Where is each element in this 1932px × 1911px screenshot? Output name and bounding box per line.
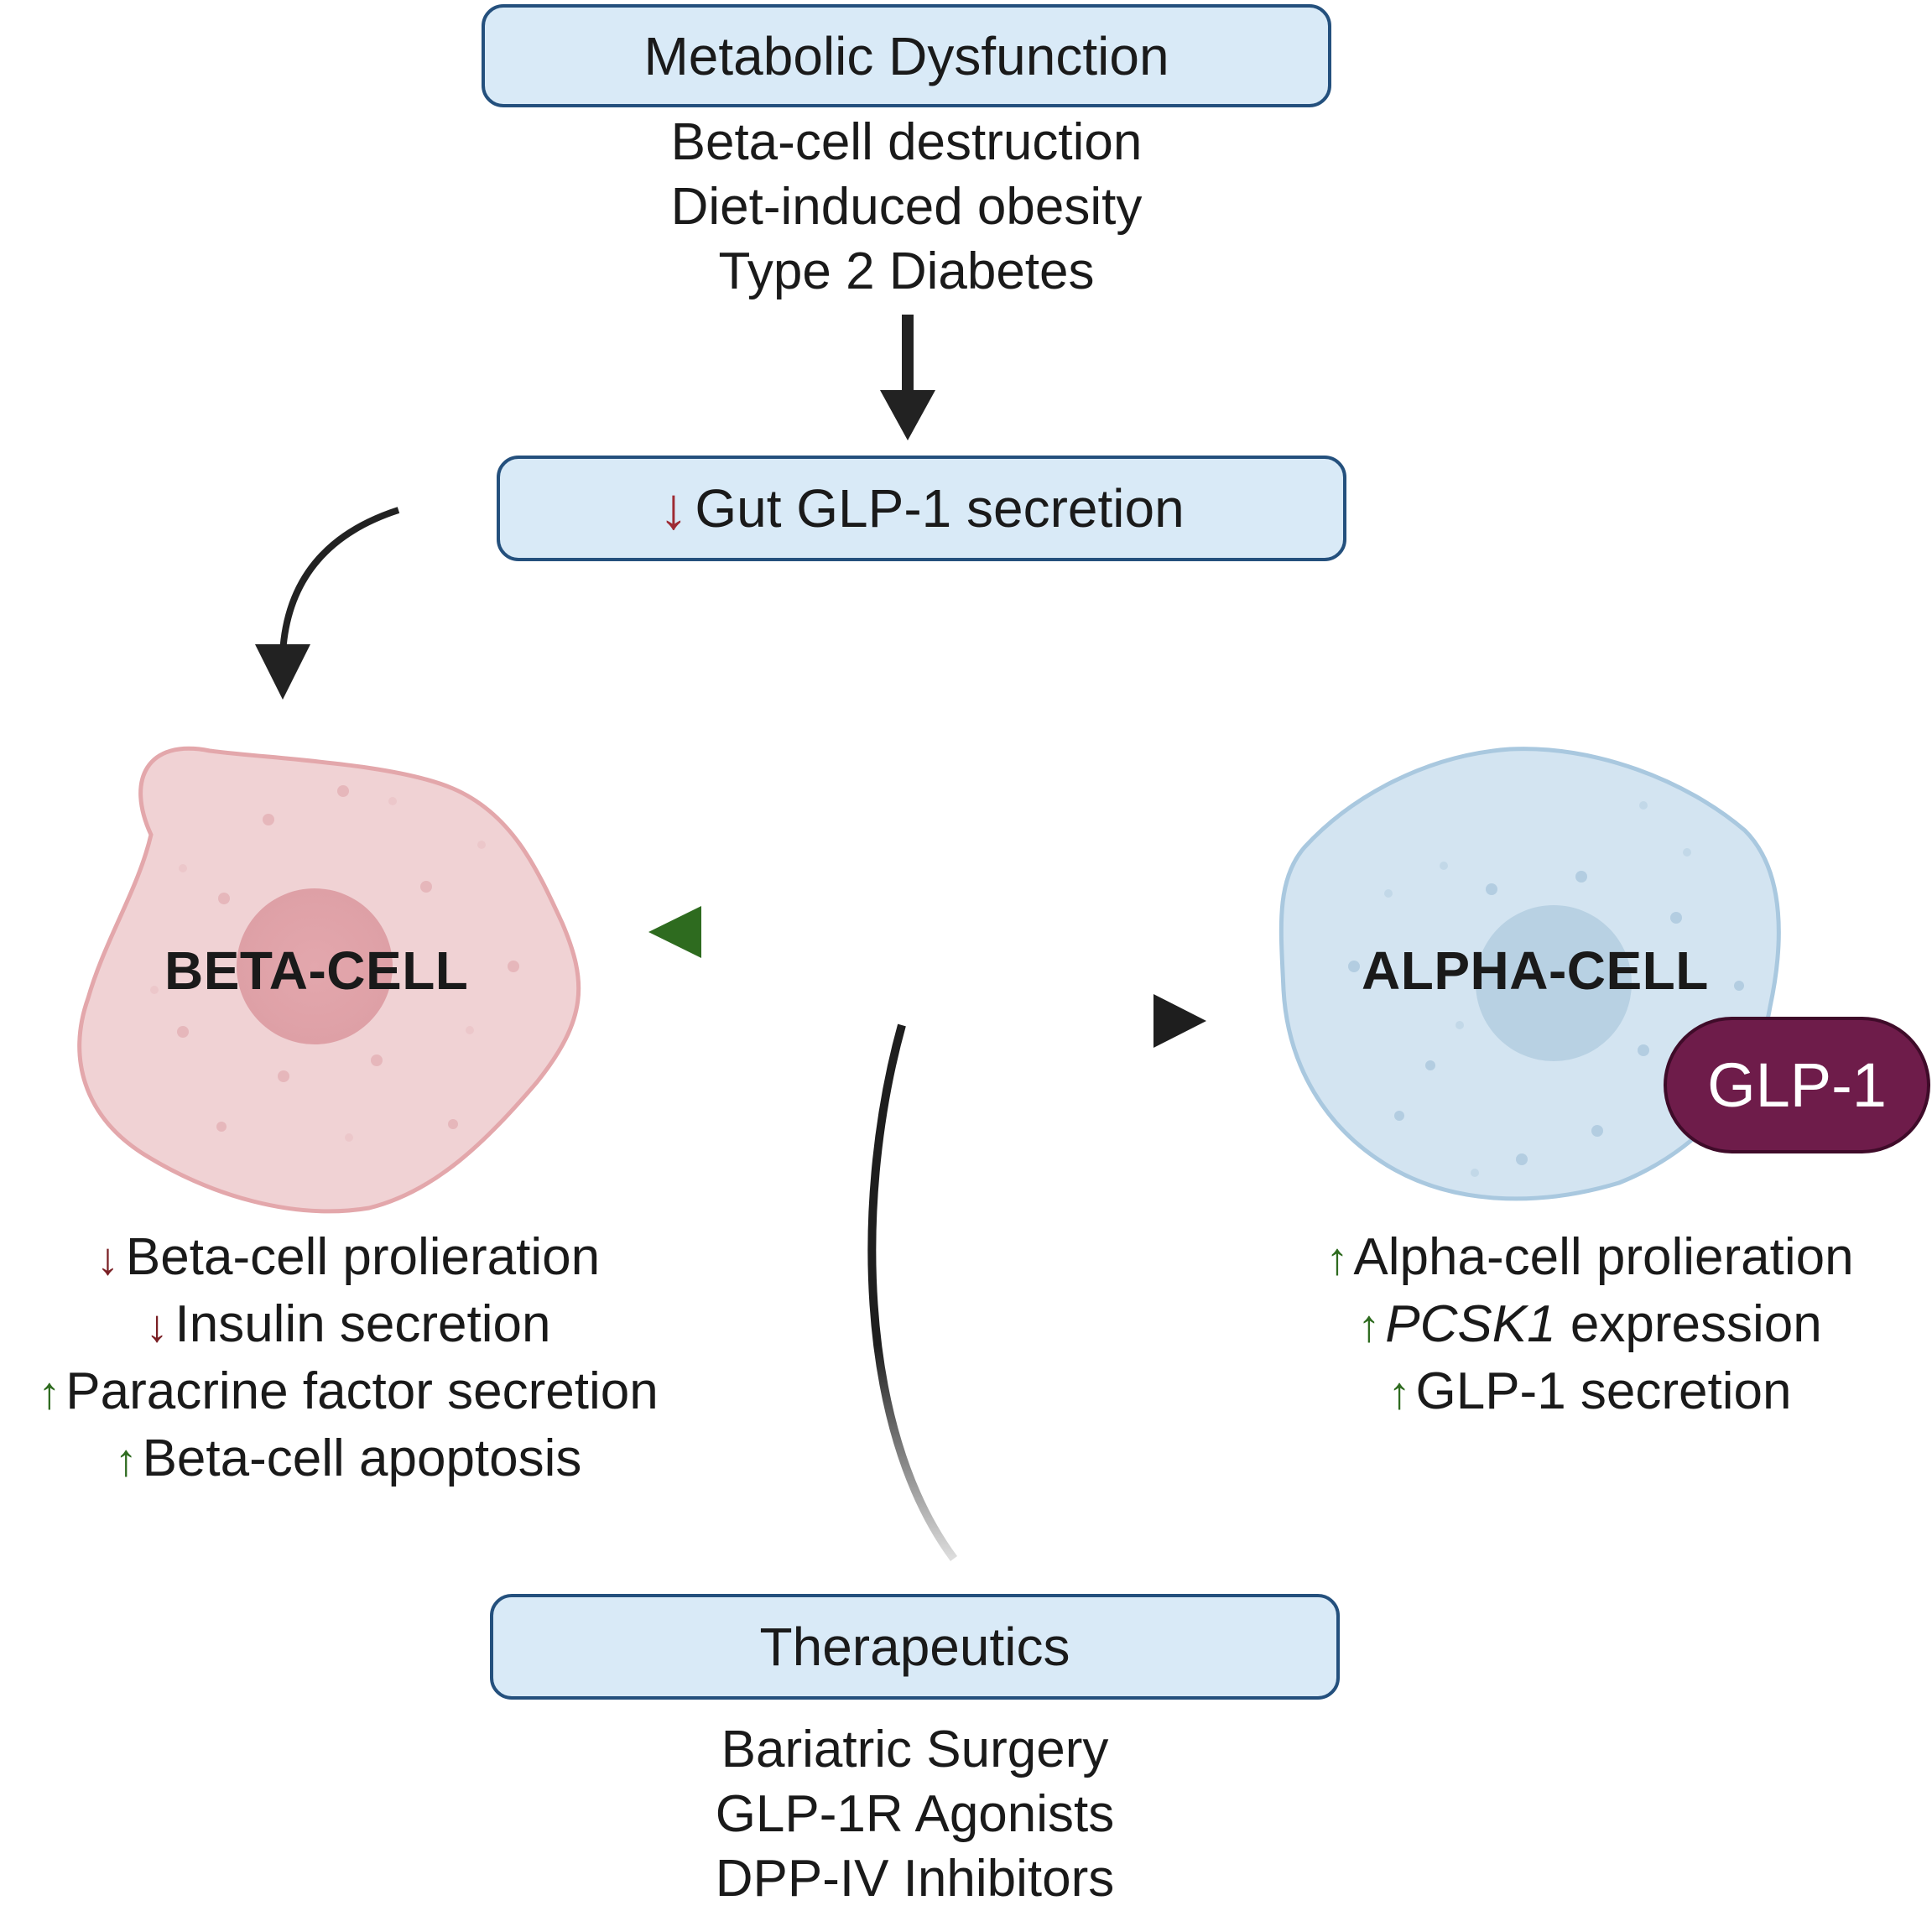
therapeutics-list: Bariatric Surgery GLP-1R Agonists DPP-IV…: [490, 1717, 1340, 1911]
metabolic-dysfunction-title: Metabolic Dysfunction: [643, 25, 1169, 86]
beta-effect-item: ↓Beta-cell prolieration: [0, 1225, 696, 1292]
beta-effect-item: ↑Paracrine factor secretion: [0, 1359, 696, 1426]
pcsk1-gene-label: PCSK1: [1385, 1295, 1556, 1353]
metabolic-cause-item: Type 2 Diabetes: [718, 242, 1095, 300]
metabolic-cause-item: Diet-induced obesity: [670, 178, 1143, 236]
alpha-effect-item: ↑GLP-1 secretion: [1292, 1359, 1888, 1426]
therapeutic-item: GLP-1R Agonists: [715, 1785, 1115, 1843]
arrow-beta-to-alpha: [663, 994, 1206, 1048]
therapeutic-item: DPP-IV Inhibitors: [715, 1850, 1115, 1908]
glp1-badge: GLP-1: [1664, 1017, 1930, 1153]
down-arrow-icon: ↓: [659, 476, 689, 541]
gut-glp1-label: Gut GLP-1 secretion: [695, 478, 1185, 539]
beta-cell-label: BETA-CELL: [164, 940, 469, 1001]
arrow-metabolic-to-gut: [880, 315, 935, 440]
alpha-cell-label: ALPHA-CELL: [1362, 940, 1709, 1001]
up-arrow-icon: ↑: [114, 1435, 138, 1486]
alpha-effects-list: ↑Alpha-cell prolieration ↑PCSK1 expressi…: [1292, 1225, 1888, 1426]
metabolic-cause-item: Beta-cell destruction: [670, 113, 1143, 171]
glp1-badge-label: GLP-1: [1707, 1050, 1887, 1120]
alpha-effect-text: expression: [1555, 1295, 1822, 1353]
arrow-alpha-to-beta: [648, 906, 1195, 958]
metabolic-causes-list: Beta-cell destruction Diet-induced obesi…: [482, 110, 1331, 304]
therapeutics-title: Therapeutics: [759, 1617, 1070, 1677]
beta-effect-item: ↑Beta-cell apoptosis: [0, 1426, 696, 1493]
beta-effect-text: Beta-cell prolieration: [125, 1228, 601, 1286]
alpha-effect-item: ↑Alpha-cell prolieration: [1292, 1225, 1888, 1292]
alpha-effect-text: Alpha-cell prolieration: [1353, 1228, 1854, 1286]
up-arrow-icon: ↑: [1388, 1368, 1411, 1419]
beta-effect-text: Insulin secretion: [174, 1295, 551, 1353]
therapeutics-box: Therapeutics: [490, 1594, 1340, 1700]
alpha-effect-text: GLP-1 secretion: [1415, 1362, 1792, 1420]
up-arrow-icon: ↑: [1357, 1301, 1381, 1351]
down-arrow-icon: ↓: [96, 1234, 119, 1284]
up-arrow-icon: ↑: [38, 1368, 61, 1419]
beta-effects-list: ↓Beta-cell prolieration ↓Insulin secreti…: [0, 1225, 696, 1493]
therapeutic-item: Bariatric Surgery: [721, 1721, 1109, 1778]
gut-glp1-box: ↓ Gut GLP-1 secretion: [497, 456, 1346, 561]
alpha-effect-item: ↑PCSK1 expression: [1292, 1292, 1888, 1359]
inhibition-curve: [867, 1023, 958, 1561]
beta-effect-text: Paracrine factor secretion: [65, 1362, 659, 1420]
up-arrow-icon: ↑: [1325, 1234, 1349, 1284]
metabolic-dysfunction-box: Metabolic Dysfunction: [482, 4, 1331, 107]
beta-cell-body: [77, 746, 581, 1214]
arrow-gut-to-beta: [255, 507, 400, 700]
beta-effect-item: ↓Insulin secretion: [0, 1292, 696, 1359]
alpha-cell-body: [1278, 747, 1781, 1201]
down-arrow-icon: ↓: [145, 1301, 169, 1351]
beta-effect-text: Beta-cell apoptosis: [142, 1429, 582, 1487]
